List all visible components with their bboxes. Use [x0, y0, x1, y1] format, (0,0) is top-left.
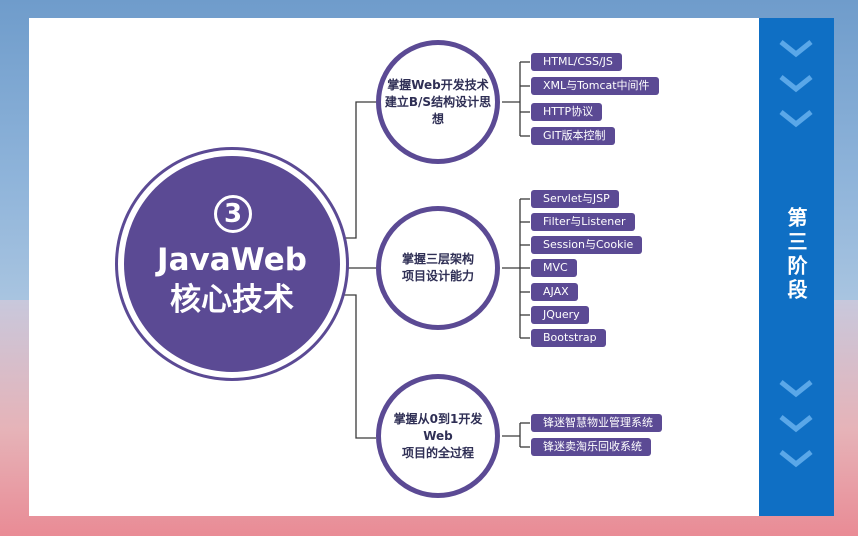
branch-title-line-2: 建立B/S结构设计思想	[384, 94, 492, 126]
central-title-line-1: JavaWeb	[157, 242, 307, 278]
branch-title-line-1: 掌握三层架构	[401, 252, 474, 266]
chevron-down-icon	[779, 415, 813, 433]
topic-tag: Filter与Listener	[531, 213, 635, 231]
branch-title-line-1: 掌握Web开发技术	[387, 77, 489, 92]
chevron-down-icon	[779, 75, 813, 93]
central-topic-title: JavaWeb 核心技术	[124, 240, 340, 320]
branch-title-line-2: 项目设计能力	[401, 269, 474, 283]
topic-tag: MVC	[531, 259, 577, 277]
chevron-down-icon	[779, 380, 813, 398]
topic-tag: Bootstrap	[531, 329, 606, 347]
chevron-down-icon	[779, 110, 813, 128]
topic-tag: JQuery	[531, 306, 589, 324]
topic-tag: HTML/CSS/JS	[531, 53, 622, 71]
topic-tag: XML与Tomcat中间件	[531, 77, 659, 95]
topic-tag: Servlet与JSP	[531, 190, 619, 208]
branch-title-line-1: 掌握从0到1开发Web	[393, 411, 483, 443]
branch-node-full-project: 掌握从0到1开发Web 项目的全过程	[376, 374, 500, 498]
central-title-line-2: 核心技术	[170, 282, 294, 318]
branch-title-line-2: 项目的全过程	[401, 445, 474, 460]
topic-tag: 锋迷卖淘乐回收系统	[531, 438, 651, 456]
topic-tag: GIT版本控制	[531, 127, 615, 145]
topic-tag: AJAX	[531, 283, 578, 301]
central-topic-circle	[124, 156, 340, 372]
branch-node-three-tier: 掌握三层架构 项目设计能力	[376, 206, 500, 330]
topic-tag: Session与Cookie	[530, 236, 643, 254]
stage-label: 第三阶段	[784, 207, 808, 303]
stage-sidebar	[759, 18, 834, 516]
topic-tag: HTTP协议	[530, 103, 603, 121]
stage-number-badge: 3	[214, 195, 252, 233]
topic-tag: 锋迷智慧物业管理系统	[531, 414, 662, 432]
chevron-down-icon	[779, 450, 813, 468]
branch-node-web-dev: 掌握Web开发技术 建立B/S结构设计思想	[376, 40, 500, 164]
chevron-down-icon	[779, 40, 813, 58]
